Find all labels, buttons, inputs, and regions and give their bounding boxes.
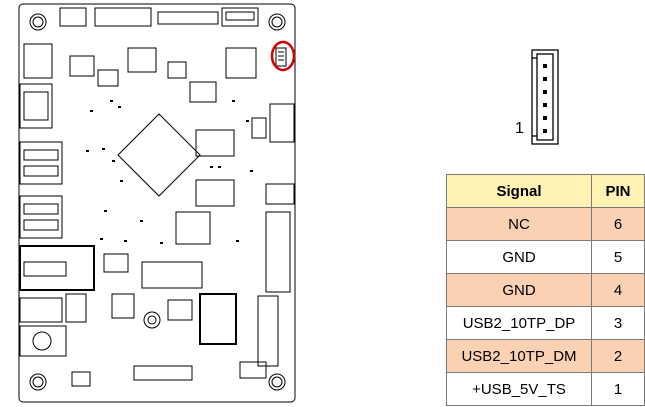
right-header	[269, 103, 295, 143]
pin-cell: 5	[591, 240, 645, 274]
signal-cell: USB2_10TP_DP	[446, 306, 592, 340]
usb-connector	[19, 141, 63, 185]
table-header-row: Signal PIN	[446, 174, 645, 208]
pin-cell: 3	[591, 306, 645, 340]
memory-chip	[195, 179, 235, 207]
table-row: NC 6	[446, 207, 645, 241]
signal-cell: GND	[446, 240, 592, 274]
mounting-hole	[271, 376, 283, 388]
table-row: GND 4	[446, 273, 645, 307]
pinout-table: Signal PIN NC 6 GND 5 GND 4 USB2_10TP_DP…	[446, 174, 645, 406]
dc-jack	[19, 325, 67, 357]
mounting-hole	[143, 311, 161, 329]
signal-cell: +USB_5V_TS	[446, 372, 592, 406]
highlight-circle	[270, 40, 296, 72]
soc-chip	[117, 113, 201, 197]
connector-pin	[543, 116, 547, 120]
m2-slot	[265, 211, 291, 293]
connector-inner	[536, 53, 554, 141]
mounting-hole	[29, 13, 47, 31]
table-row: USB2_10TP_DM 2	[446, 339, 645, 373]
usb-connector	[19, 195, 63, 239]
board-layout-diagram	[18, 3, 296, 403]
left-connector	[23, 43, 53, 79]
signal-cell: NC	[446, 207, 592, 241]
mounting-hole	[147, 315, 157, 325]
pin-header: PIN	[591, 174, 645, 208]
connector-pin	[543, 129, 547, 133]
mounting-hole	[32, 16, 44, 28]
pin-cell: 1	[591, 372, 645, 406]
pin-cell: 6	[591, 207, 645, 241]
mounting-hole	[29, 373, 47, 391]
table-row: GND 5	[446, 240, 645, 274]
audio-connector	[19, 297, 63, 323]
pin1-label: 1	[515, 120, 524, 137]
table-row: USB2_10TP_DP 3	[446, 306, 645, 340]
pin-cell: 4	[591, 273, 645, 307]
signal-cell: USB2_10TP_DM	[446, 339, 592, 373]
memory-chip	[195, 129, 235, 157]
lan-connector	[19, 245, 95, 291]
signal-cell: GND	[446, 273, 592, 307]
board-outline	[18, 3, 296, 403]
hdmi-connector	[19, 83, 53, 129]
edge-connector	[257, 295, 279, 367]
usb-header-jdb	[275, 47, 287, 67]
connector-pin	[543, 64, 547, 68]
connector-drawing	[531, 49, 559, 145]
mounting-hole	[268, 13, 286, 31]
pin-cell: 2	[591, 339, 645, 373]
table-row: +USB_5V_TS 1	[446, 372, 645, 406]
connector-pin	[543, 103, 547, 107]
mounting-hole	[271, 16, 283, 28]
connector-pin	[543, 90, 547, 94]
mounting-hole	[268, 373, 286, 391]
connector-body	[531, 49, 559, 145]
signal-header: Signal	[446, 174, 592, 208]
mounting-hole	[32, 376, 44, 388]
connector-pin	[543, 77, 547, 81]
